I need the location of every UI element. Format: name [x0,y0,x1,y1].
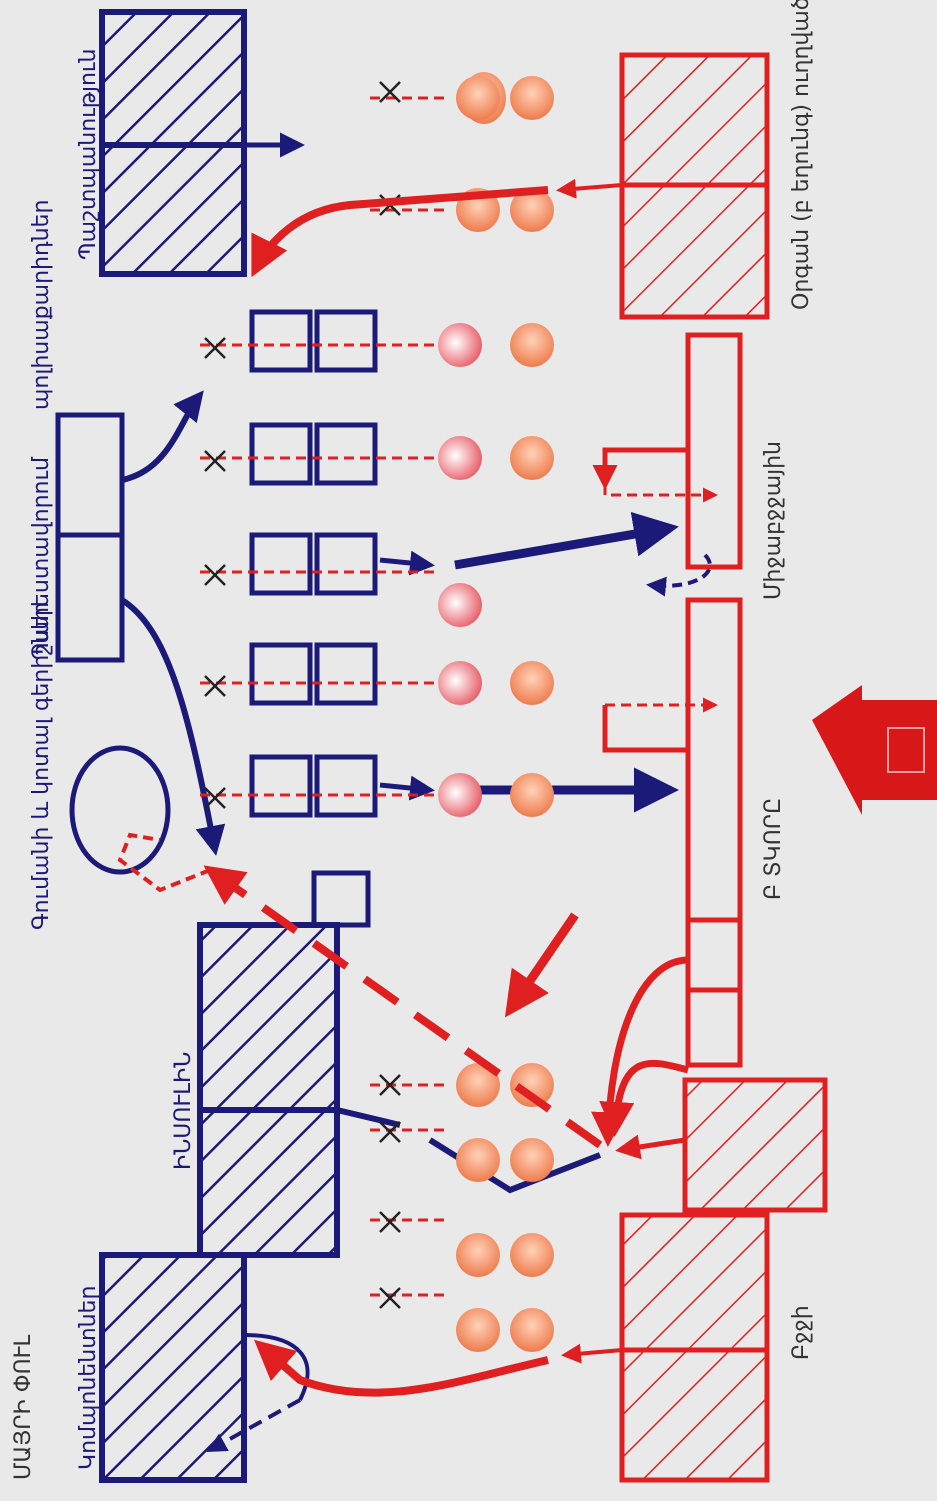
receptor-single [311,870,371,928]
storage-block-top [99,9,305,277]
cell-icon [510,1233,554,1277]
cell-icon [456,1138,500,1182]
cell-layer [438,72,554,1352]
cell-icon [510,323,554,367]
cell-icon [456,1063,500,1107]
cell-icon [438,661,482,705]
label-boxes-b: պոլիսաքարիդներ [29,200,54,410]
red-long-dashed [117,832,603,1149]
label-storage-top: Պաշտպանություն [76,49,101,260]
label-storage-bottom: Կոմպոնենտներ [76,1286,101,1470]
cell-icon [510,1063,554,1107]
label-ellipse: Գումանի և կոտալ գերիշներ [29,602,54,930]
receptor-pair-4 [249,642,378,706]
cell-icon [438,323,482,367]
label-right-mid: Միջաբջջային [761,441,786,600]
cell-icon [510,1138,554,1182]
cell-icon [510,436,554,480]
corner-label: ՄԱՅՐԻ ՓՈՒԼ [11,1335,36,1480]
cross-mark-icon [379,1287,401,1309]
cell-icon [510,773,554,817]
red-hatched-top [251,52,770,320]
label-right-hormone: Բ ՏԿՈՐԸ [761,798,786,900]
red-hatched-bottom [253,1212,770,1483]
cross-mark-icon [204,450,226,472]
cross-mark-icon [204,337,226,359]
cross-mark-icon [204,787,226,809]
cell-icon [510,188,554,232]
receptor-pair-1 [249,309,378,373]
big-red-arrow-icon [812,685,937,815]
cell-icon [438,436,482,480]
storage-boxes [55,390,226,875]
red-hatched-square [682,1077,828,1213]
cell-icon [438,773,482,817]
blocked-marks [204,81,401,1309]
cell-icon [510,76,554,120]
cross-mark-icon [379,1074,401,1096]
cross-mark-icon [379,1121,401,1143]
cell-icon [456,1308,500,1352]
cell-icon [510,1308,554,1352]
cross-mark-icon [204,675,226,697]
cross-mark-icon [204,564,226,586]
cell-icon [510,661,554,705]
cross-mark-icon [379,1211,401,1233]
red-bar-long [685,597,743,1068]
label-right-top: Օրգան (բ եղունգ) ուղղված [789,0,814,310]
label-right-bottom: Բջջի [789,1305,814,1360]
cell-icon [456,72,506,125]
cell-icon [456,1233,500,1277]
red-feedback-loops [504,447,718,1160]
cross-mark-icon [379,81,401,103]
label-boxes-a: Պահեստավորում [29,456,54,660]
label-receptor: ԻՆՍՈՒԼԻՆ [171,1052,196,1170]
storage-block-bottom [99,1252,310,1483]
receptor-pair-3 [249,532,378,596]
processing-block [197,922,401,1258]
red-dashed-pathways [200,96,450,1297]
red-bar-mid [685,332,743,570]
receptor-row [249,309,378,928]
receptor-pair-2 [249,422,378,486]
receptor-pair-5 [249,754,378,818]
cell-icon [438,583,482,627]
